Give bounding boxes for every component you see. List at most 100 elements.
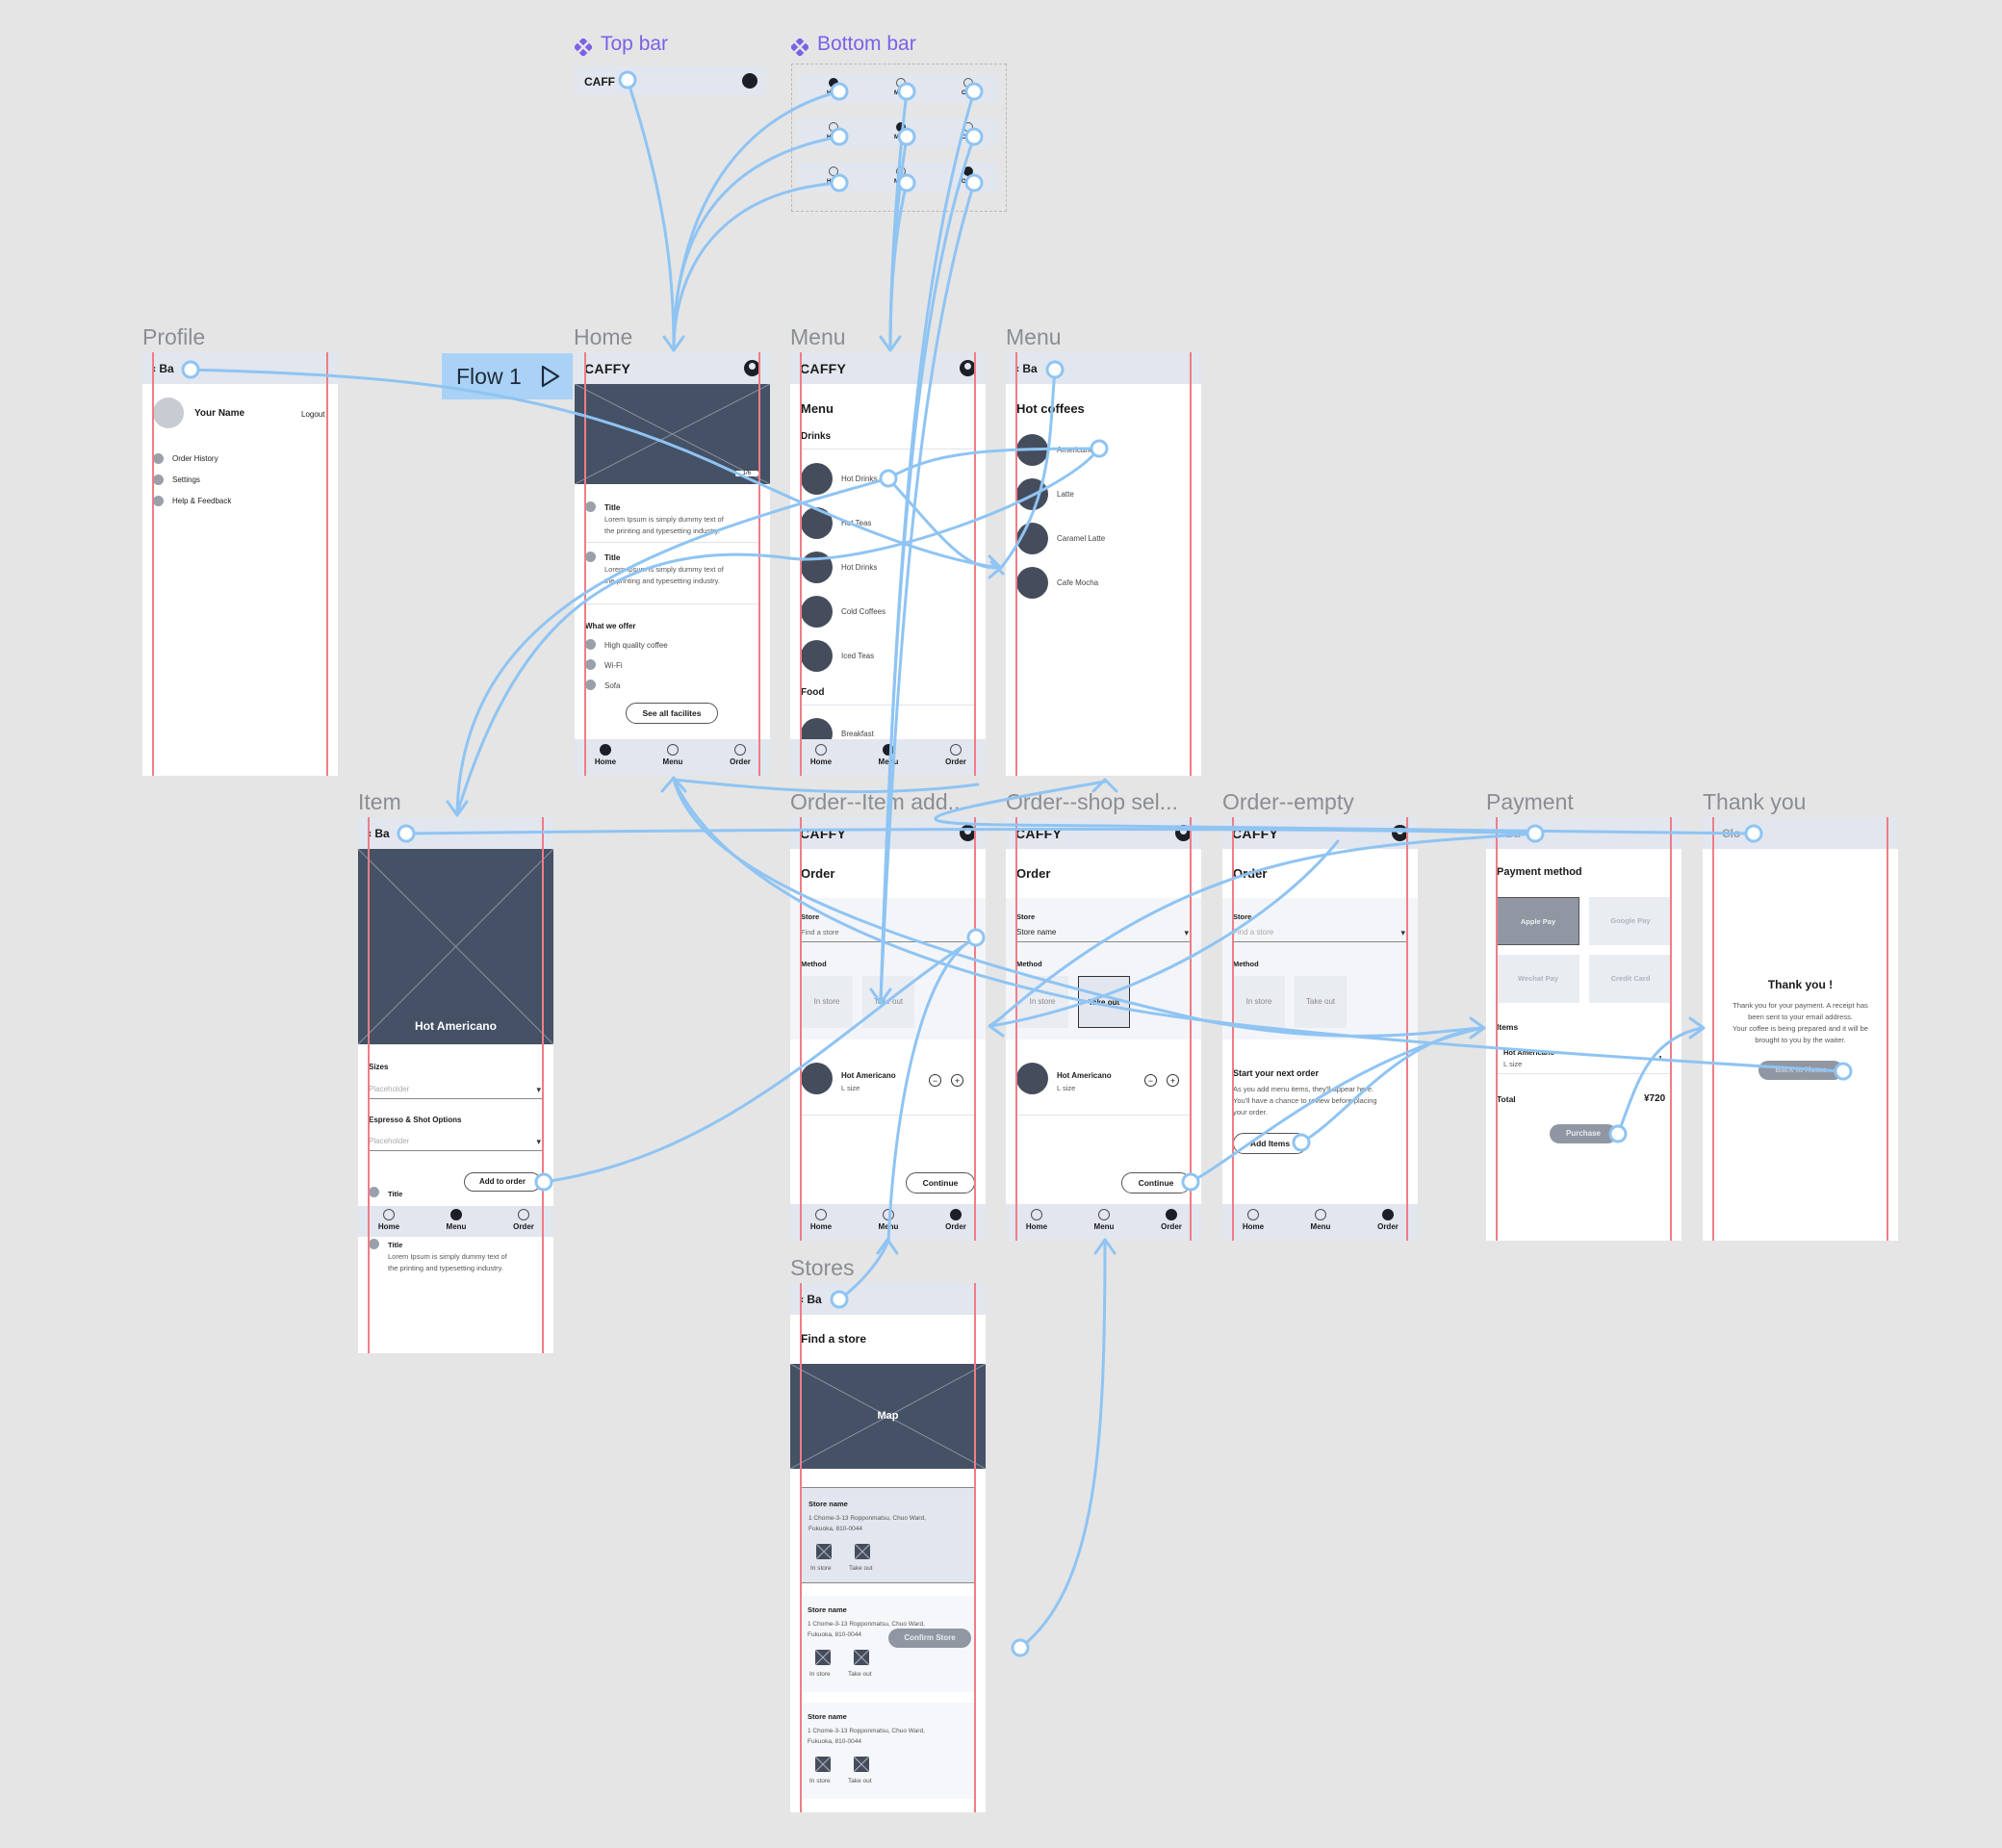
nav-order[interactable]: Order (927, 1209, 985, 1231)
nav-menu[interactable]: Menu (427, 1209, 485, 1231)
in-store-label: In store (810, 1565, 832, 1572)
order-dot-icon (963, 78, 973, 88)
store-select[interactable]: Find a store (1233, 928, 1407, 942)
store-address: Fukuoka, 810-0044 (808, 1526, 863, 1532)
method-take-out[interactable]: Take out (862, 976, 914, 1028)
flow-start-button[interactable]: Flow 1 (442, 353, 573, 399)
menu-category-item[interactable]: Hot Drinks (841, 563, 878, 572)
add-items-button[interactable]: Add Items (1233, 1133, 1307, 1154)
back-button[interactable]: ‹ Ba (368, 827, 390, 840)
plus-icon[interactable]: + (1167, 1074, 1179, 1087)
purchase-button[interactable]: Purchase (1550, 1124, 1617, 1143)
store-card-selected[interactable]: Store name 1 Chome-3-13 Ropponmatsu, Chu… (800, 1487, 976, 1583)
sizes-select[interactable]: Placeholder (369, 1085, 543, 1099)
method-label: Method (1233, 960, 1259, 968)
profile-item-help[interactable]: Help & Feedback (172, 497, 232, 505)
bottom-bar-variant-order[interactable]: Ho M Or (798, 163, 998, 192)
minus-icon[interactable]: − (1144, 1074, 1157, 1087)
close-button[interactable]: Clo (1722, 827, 1741, 840)
order-item-added-frame: CAFFY Order Store Find a store Method In… (790, 817, 986, 1241)
product-item[interactable]: Caramel Latte (1057, 534, 1106, 543)
product-image (1016, 523, 1048, 554)
menu-category-item[interactable]: Iced Teas (841, 652, 875, 660)
pay-apple-selected[interactable]: Apple Pay (1497, 897, 1579, 945)
store-card[interactable]: Store name 1 Chome-3-13 Ropponmatsu, Chu… (800, 1703, 976, 1799)
method-label: Method (801, 960, 827, 968)
store-select[interactable]: Find a store (801, 928, 975, 942)
top-bar-instance[interactable]: CAFF (575, 66, 767, 95)
method-in-store[interactable]: In store (1016, 976, 1068, 1028)
nav-home[interactable]: Home (1224, 1209, 1282, 1231)
top-bar: ‹ Ba (142, 352, 338, 384)
nav-menu[interactable]: Menu (1075, 1209, 1133, 1231)
offer-icon (585, 680, 596, 690)
nav-menu[interactable]: Menu (860, 1209, 917, 1231)
pay-credit-card[interactable]: Credit Card (1589, 955, 1672, 1003)
store-card[interactable]: Store name 1 Chome-3-13 Ropponmatsu, Chu… (800, 1596, 976, 1692)
product-item[interactable]: Latte (1057, 490, 1074, 499)
nav-order[interactable]: Order (1142, 1209, 1200, 1231)
nav-menu[interactable]: Menu (1292, 1209, 1349, 1231)
offer-item: Sofa (604, 681, 621, 690)
nav-order[interactable]: Order (495, 1209, 552, 1231)
continue-button[interactable]: Continue (1121, 1172, 1191, 1194)
nav-order[interactable]: Order (711, 744, 769, 766)
confirm-store-button[interactable]: Confirm Store (888, 1629, 971, 1648)
menu-category-item[interactable]: Cold Coffees (841, 607, 886, 616)
bottom-bar-variant-menu[interactable]: Ho M Or (798, 118, 998, 147)
espresso-select[interactable]: Placeholder (369, 1137, 543, 1151)
back-button[interactable]: Ba (1505, 827, 1521, 840)
bottom-bar: Home Menu Order (575, 739, 770, 776)
item-frame: ‹ Ba Hot Americano Sizes Placeholder Esp… (358, 817, 553, 1353)
store-map[interactable]: Map (790, 1364, 986, 1469)
account-icon (742, 73, 757, 89)
take-out-label: Take out (848, 1778, 872, 1784)
take-out-icon (854, 1543, 871, 1560)
minus-icon[interactable]: − (929, 1074, 941, 1087)
see-all-button[interactable]: See all facilites (626, 703, 718, 724)
method-take-out-selected[interactable]: Take out (1078, 976, 1130, 1028)
product-image (1016, 1063, 1048, 1094)
back-to-home-button[interactable]: Back to Home (1758, 1061, 1843, 1080)
plus-icon[interactable]: + (951, 1074, 963, 1087)
back-button[interactable]: ‹ Ba (152, 362, 174, 375)
nav-order[interactable]: Order (927, 744, 985, 766)
logout-link[interactable]: Logout (301, 410, 325, 419)
pay-google[interactable]: Google Pay (1589, 897, 1672, 945)
menu-category-item[interactable]: Hot Drinks (841, 475, 878, 483)
sizes-label: Sizes (369, 1063, 389, 1071)
profile-frame: ‹ Ba Your Name Logout Order History Sett… (142, 352, 338, 776)
thanks-line: Thank you for your payment. A receipt ha… (1732, 1001, 1868, 1010)
store-address: 1 Chome-3-13 Ropponmatsu, Chuo Ward, (808, 1728, 925, 1734)
profile-item-history[interactable]: Order History (172, 454, 218, 463)
hero-carousel[interactable]: 1/6 (575, 384, 770, 484)
bottom-bar-variant-home[interactable]: Ho Me Or (798, 74, 998, 103)
method-take-out[interactable]: Take out (1295, 976, 1347, 1028)
method-in-store[interactable]: In store (801, 976, 853, 1028)
store-select[interactable]: Store name (1016, 928, 1191, 942)
add-to-order-button[interactable]: Add to order (464, 1172, 541, 1192)
nav-home[interactable]: Home (1008, 1209, 1065, 1231)
nav-home[interactable]: Home (360, 1209, 418, 1231)
method-in-store[interactable]: In store (1233, 976, 1285, 1028)
menu-category-item[interactable]: Breakfast (841, 730, 874, 738)
product-item[interactable]: Cafe Mocha (1057, 578, 1099, 587)
product-item[interactable]: Americano (1057, 446, 1094, 454)
back-button[interactable]: ‹ Ba (800, 1293, 822, 1306)
nav-menu[interactable]: Menu (644, 744, 702, 766)
brand-logo: CAFFY (584, 361, 631, 376)
nav-menu[interactable]: Menu (860, 744, 917, 766)
map-label: Map (877, 1410, 899, 1422)
menu-category-item[interactable]: Hot Teas (841, 519, 872, 527)
total-label: Total (1497, 1094, 1516, 1104)
page-title: Order (1016, 866, 1051, 881)
home-frame: CAFFY 1/6 Title Lorem Ipsum is simply du… (575, 352, 770, 776)
offer-icon (585, 659, 596, 670)
back-button[interactable]: ‹ Ba (1015, 362, 1038, 375)
profile-item-settings[interactable]: Settings (172, 475, 200, 484)
brand-logo: CAFFY (800, 361, 847, 376)
nav-order[interactable]: Order (1359, 1209, 1417, 1231)
continue-button[interactable]: Continue (906, 1172, 975, 1194)
pay-wechat[interactable]: Wechat Pay (1497, 955, 1579, 1003)
nav-home[interactable]: Home (792, 1209, 850, 1231)
